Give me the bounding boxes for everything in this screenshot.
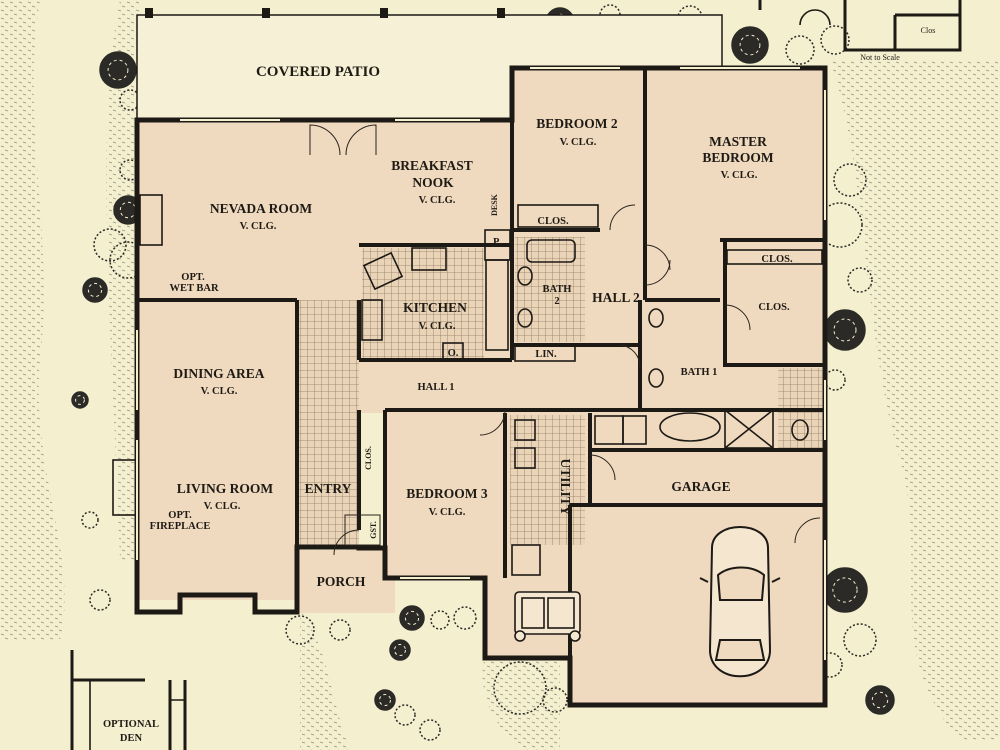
tree-icon	[81, 511, 99, 529]
label-opt-fireplace-2: FIREPLACE	[150, 521, 211, 532]
label-p: P.	[493, 237, 501, 248]
tree-icon	[822, 567, 868, 613]
label-nook-clg: V. CLG.	[419, 195, 456, 206]
label-kitchen: KITCHEN	[403, 300, 467, 315]
label-nevada-clg: V. CLG.	[240, 221, 277, 232]
room-labels: COVERED PATIO BEDROOM 2 V. CLG. MASTER B…	[103, 26, 935, 744]
tree-icon	[285, 615, 315, 645]
label-master: MASTER	[709, 134, 767, 149]
golf-cart-icon	[514, 591, 581, 642]
label-optional: OPTIONAL	[103, 719, 159, 730]
tree-canopy-detail	[871, 691, 889, 709]
shrub-icon	[843, 623, 877, 657]
tree-canopy-detail	[87, 282, 103, 298]
label-kitchen-clg: V. CLG.	[419, 321, 456, 332]
label-entry: ENTRY	[305, 481, 352, 496]
shrub-icon	[394, 704, 416, 726]
utility-tile-floor	[510, 415, 585, 545]
shrub-icon	[89, 589, 111, 611]
tree-icon	[82, 277, 108, 303]
label-opt-wet-bar-1: OPT.	[181, 272, 205, 283]
label-hall2: HALL 2	[592, 290, 640, 305]
label-master-clg: V. CLG.	[721, 170, 758, 181]
shrub-icon	[824, 309, 866, 351]
shrub-icon	[430, 610, 450, 630]
shrub-icon	[865, 685, 895, 715]
tree-canopy-detail	[394, 644, 406, 656]
label-not-to-scale: Not to Scale	[860, 53, 900, 62]
label-opt-wet-bar-2: WET BAR	[169, 283, 219, 294]
shrub-icon	[833, 163, 867, 197]
shrub-icon	[824, 369, 846, 391]
shrub-icon	[329, 619, 351, 641]
label-desk: DESK	[490, 193, 499, 216]
tree-canopy-detail	[739, 34, 761, 56]
label-dining-area: DINING AREA	[173, 366, 264, 381]
tree-canopy-detail	[379, 694, 391, 706]
tree-icon	[847, 267, 873, 293]
not-to-scale-inset	[758, 0, 962, 52]
label-dining-clg: V. CLG.	[201, 386, 238, 397]
tree-icon	[99, 51, 137, 89]
label-clos-master-1: CLOS.	[761, 254, 793, 265]
label-covered-patio: COVERED PATIO	[256, 64, 380, 80]
tree-canopy-detail	[833, 318, 857, 342]
label-garage: GARAGE	[671, 479, 730, 494]
label-o: O.	[448, 348, 459, 359]
label-lin: LIN.	[535, 349, 557, 360]
optional-den-inset	[70, 650, 187, 750]
label-clos-master-2: CLOS.	[758, 302, 790, 313]
label-bedroom3: BEDROOM 3	[406, 486, 488, 501]
label-nevada-room: NEVADA ROOM	[210, 201, 312, 216]
label-bedroom2-clg: V. CLG.	[560, 137, 597, 148]
label-utility: UTILITY	[558, 458, 573, 515]
label-clos-inset: Clos	[921, 26, 936, 35]
entry-tile-floor	[297, 300, 359, 547]
label-breakfast: BREAKFAST	[391, 158, 473, 173]
car-icon	[699, 526, 781, 678]
label-bath2-num: 2	[554, 296, 559, 307]
patio-posts	[145, 8, 505, 18]
label-hall1: HALL 1	[417, 382, 454, 393]
tree-icon	[374, 689, 396, 711]
tree-canopy-detail	[107, 59, 129, 81]
label-opt-fireplace-1: OPT.	[168, 510, 192, 521]
interior-walls	[137, 68, 825, 705]
shrub-icon	[542, 687, 568, 713]
label-bedroom3-clg: V. CLG.	[429, 507, 466, 518]
label-clos-bedroom2: CLOS.	[537, 216, 569, 227]
shrub-icon	[820, 25, 850, 55]
label-bath1: BATH 1	[681, 367, 718, 378]
label-clos-entry: CLOS.	[364, 446, 373, 470]
tree-canopy-detail	[832, 577, 858, 603]
tree-icon	[419, 719, 441, 741]
shrub-icon	[731, 26, 769, 64]
tree-icon	[399, 605, 425, 631]
tree-icon	[785, 35, 815, 65]
label-bath2: BATH	[543, 284, 572, 295]
label-master-bedroom: BEDROOM	[702, 150, 774, 165]
label-porch: PORCH	[317, 574, 366, 589]
label-living-room: LIVING ROOM	[177, 481, 274, 496]
tree-canopy-detail	[404, 610, 420, 626]
label-gst: GST.	[369, 521, 378, 538]
shrub-icon	[71, 391, 89, 409]
shrub-icon	[389, 639, 411, 661]
fixtures	[112, 194, 823, 576]
tree-canopy-detail	[75, 395, 85, 405]
label-living-clg: V. CLG.	[204, 501, 241, 512]
tree-icon	[493, 661, 547, 715]
label-den: DEN	[120, 733, 143, 744]
label-bedroom2: BEDROOM 2	[536, 116, 618, 131]
door-swings	[309, 124, 821, 556]
windows	[136, 67, 826, 660]
tree-icon	[453, 606, 477, 630]
shrub-icon	[93, 228, 127, 262]
label-nook: NOOK	[412, 175, 454, 190]
